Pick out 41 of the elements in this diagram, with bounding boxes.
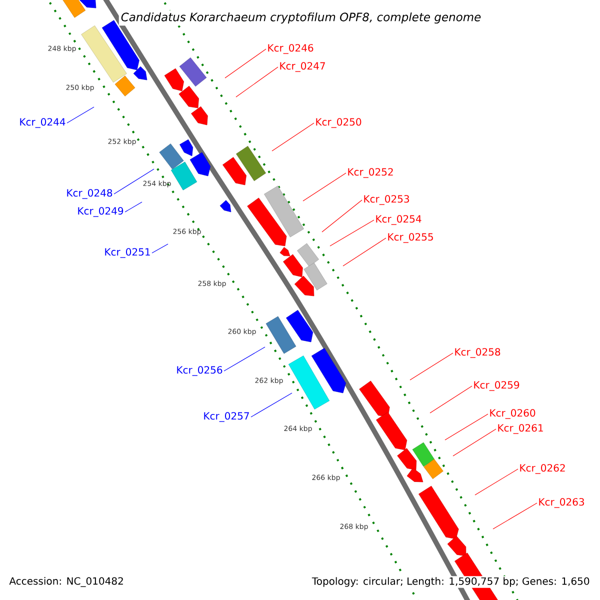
leader-line [152, 244, 168, 254]
gene-label: Kcr_0248 [67, 189, 112, 199]
leader-line [236, 66, 278, 98]
gene-label: Kcr_0263 [539, 498, 584, 508]
accession-text: Accession: NC_010482 [9, 577, 123, 587]
leader-line [474, 468, 518, 496]
gene-label: Kcr_0255 [388, 233, 433, 243]
leader-line [224, 48, 266, 78]
gene-label: Kcr_0254 [376, 215, 422, 225]
leader-line [124, 202, 142, 212]
leader-line [322, 200, 362, 232]
gene-label: Kcr_0252 [348, 168, 393, 178]
leader-line [330, 220, 374, 246]
leader-line [452, 428, 496, 456]
gene-label: Kcr_0258 [455, 348, 500, 358]
leader-line [430, 386, 472, 414]
topology-text: Topology: circular; Length: 1,590,757 bp; Genes: 1,650 [310, 576, 591, 588]
gene-label: Kcr_0249 [78, 207, 124, 217]
leader-line [444, 414, 488, 440]
gene-label: Kcr_0244 [20, 118, 66, 128]
leader-line [410, 352, 454, 380]
gene-label: Kcr_0251 [105, 248, 150, 258]
leader-line [224, 346, 266, 372]
leader-line [250, 392, 292, 418]
leader-line [342, 238, 386, 266]
gene-label: Kcr_0253 [364, 195, 410, 205]
title: Candidatus Korarchaeum cryptofilum OPF8, complete genome [118, 10, 484, 26]
gene-label: Kcr_0247 [280, 62, 325, 72]
gene-label: Kcr_0261 [498, 424, 543, 434]
gene-label: Kcr_0246 [268, 44, 314, 54]
leader-line [302, 172, 346, 202]
gene-label: Kcr_0256 [177, 366, 222, 376]
gene-label: Kcr_0260 [490, 409, 536, 419]
gene-label: Kcr_0257 [204, 412, 249, 422]
leader-line [272, 122, 314, 152]
gene-label: Kcr_0262 [520, 464, 565, 474]
gene-label: Kcr_0259 [474, 381, 520, 391]
leader-line [114, 168, 154, 194]
gene-label: Kcr_0250 [316, 118, 362, 128]
leader-line [66, 106, 94, 124]
leader-line [492, 502, 538, 530]
